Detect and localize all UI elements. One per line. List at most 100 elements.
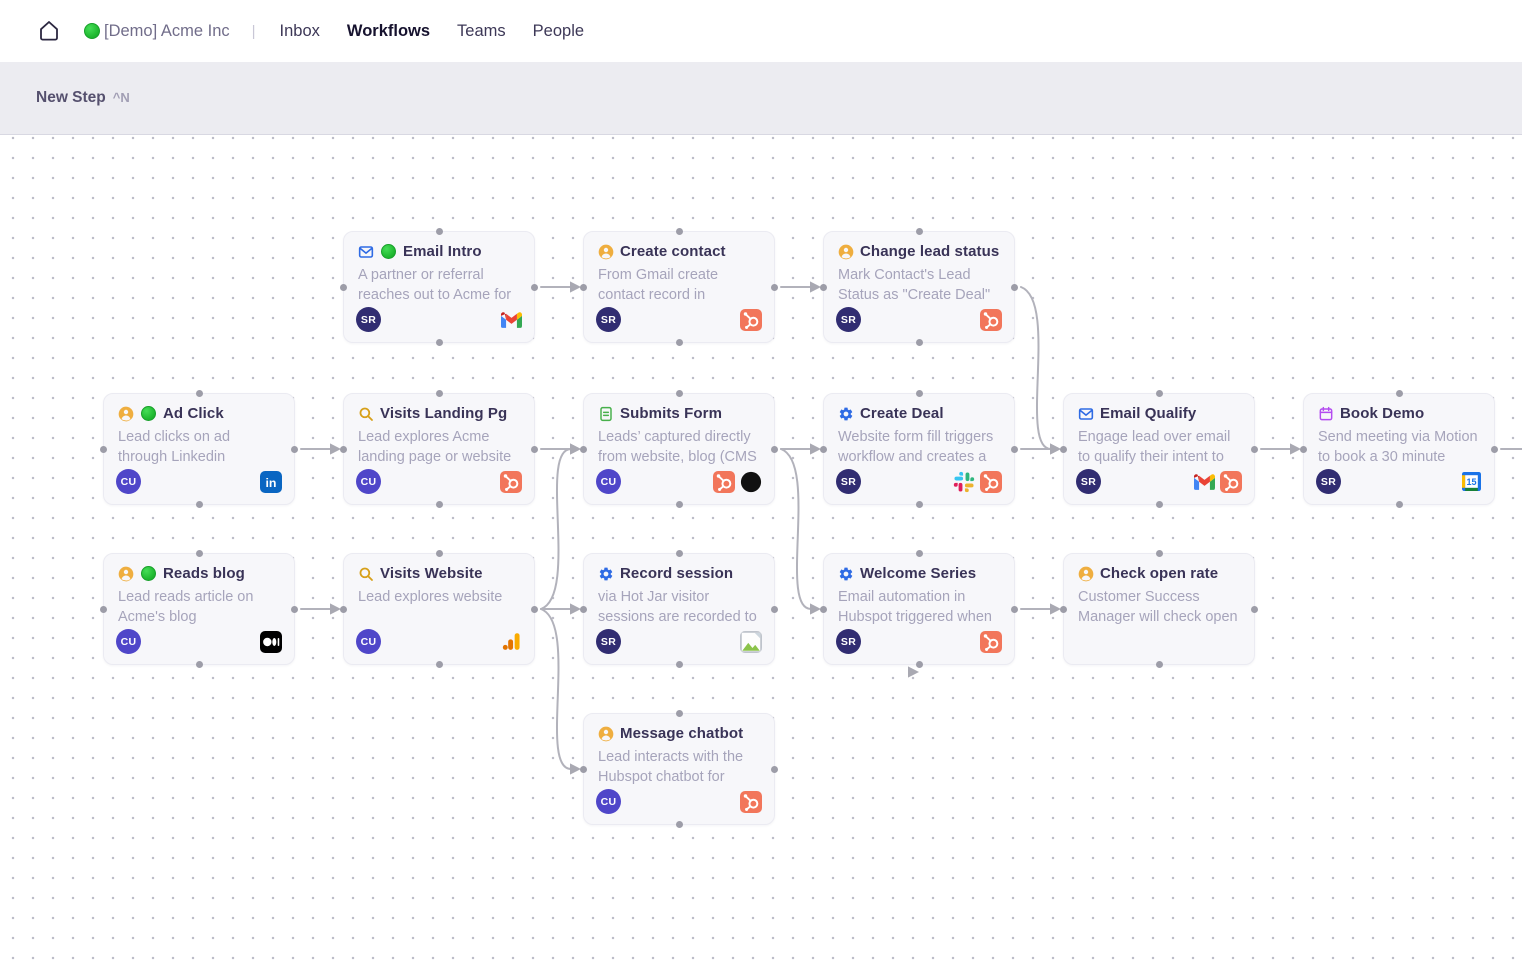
- connection-handle-top[interactable]: [1155, 390, 1163, 397]
- workflow-node-submits-form[interactable]: Submits Form Leads’ captured directly fr…: [580, 390, 778, 508]
- connection-handle-top[interactable]: [915, 228, 923, 235]
- workflow-node-ad-click[interactable]: Ad Click Lead clicks on ad through Linke…: [100, 390, 298, 508]
- connection-handle-top[interactable]: [435, 390, 443, 397]
- connection-handle-left[interactable]: [100, 445, 107, 453]
- nav-item-inbox[interactable]: Inbox: [279, 21, 320, 40]
- nav-item-teams[interactable]: Teams: [457, 21, 506, 40]
- connection-handle-left[interactable]: [820, 283, 827, 291]
- workflow-node-email-intro[interactable]: Email Intro A partner or referral reache…: [340, 228, 538, 346]
- connection-handle-top[interactable]: [1395, 390, 1403, 397]
- connection-handle-right[interactable]: [291, 605, 298, 613]
- connection-handle-top[interactable]: [675, 710, 683, 717]
- connection-handle-left[interactable]: [1060, 605, 1067, 613]
- assignee-badge: SR: [836, 307, 861, 332]
- connection-handle-left[interactable]: [340, 605, 347, 613]
- connection-handle-top[interactable]: [675, 228, 683, 235]
- connection-handle-right[interactable]: [531, 283, 538, 291]
- assignee-badge: SR: [836, 469, 861, 494]
- workflow-canvas[interactable]: Email Intro A partner or referral reache…: [0, 135, 1522, 968]
- connection-handle-right[interactable]: [1251, 605, 1258, 613]
- connection-handle-right[interactable]: [531, 605, 538, 613]
- connection-handle-left[interactable]: [100, 605, 107, 613]
- new-step-button[interactable]: New Step ^N: [36, 89, 130, 107]
- connection-handle-right[interactable]: [1011, 283, 1018, 291]
- connection-handle-bottom[interactable]: [435, 501, 443, 508]
- workflow-node-record-session[interactable]: Record session via Hot Jar visitor sessi…: [580, 550, 778, 668]
- workflow-toolbar: New Step ^N: [0, 62, 1522, 135]
- connection-handle-left[interactable]: [580, 283, 587, 291]
- connection-handle-top[interactable]: [1155, 550, 1163, 557]
- node-title: Create Deal: [860, 405, 944, 422]
- connection-handle-top[interactable]: [915, 390, 923, 397]
- connection-handle-bottom[interactable]: [435, 339, 443, 346]
- workflow-node-create-contact[interactable]: Create contact From Gmail create contact…: [580, 228, 778, 346]
- connection-handle-left[interactable]: [1300, 445, 1307, 453]
- workflow-node-message-chatbot[interactable]: Message chatbot Lead interacts with the …: [580, 710, 778, 828]
- connection-handle-bottom[interactable]: [675, 821, 683, 828]
- app-icons: in: [260, 470, 282, 493]
- workflow-node-change-lead-status[interactable]: Change lead status Mark Contact's Lead S…: [820, 228, 1018, 346]
- connection-handle-bottom[interactable]: [675, 501, 683, 508]
- workflow-node-book-demo[interactable]: Book Demo Send meeting via Motion to boo…: [1300, 390, 1498, 508]
- workflow-node-visits-website[interactable]: Visits Website Lead explores website CU: [340, 550, 538, 668]
- workflow-node-visits-landing-pg[interactable]: Visits Landing Pg Lead explores Acme lan…: [340, 390, 538, 508]
- connection-handle-bottom[interactable]: [1155, 661, 1163, 668]
- connection-handle-left[interactable]: [580, 605, 587, 613]
- connection-handle-bottom[interactable]: [195, 661, 203, 668]
- connection-handle-top[interactable]: [435, 228, 443, 235]
- connection-handle-bottom[interactable]: [435, 661, 443, 668]
- gmail-icon: [500, 309, 522, 331]
- linkedin-icon: in: [260, 470, 282, 493]
- connection-handle-bottom[interactable]: [915, 661, 923, 668]
- connection-handle-right[interactable]: [771, 445, 778, 453]
- connection-handle-left[interactable]: [580, 765, 587, 773]
- workflow-node-check-open-rate[interactable]: Check open rate Customer Success Manager…: [1060, 550, 1258, 668]
- connection-handle-left[interactable]: [580, 445, 587, 453]
- node-description: Leads’ captured directly from website, b…: [598, 429, 757, 465]
- magnifier-icon: [358, 406, 374, 422]
- connection-handle-right[interactable]: [1011, 445, 1018, 453]
- connection-handle-top[interactable]: [675, 550, 683, 557]
- connection-handle-right[interactable]: [1491, 445, 1498, 453]
- workflow-node-email-qualify[interactable]: Email Qualify Engage lead over email to …: [1060, 390, 1258, 508]
- connection-handle-top[interactable]: [435, 550, 443, 557]
- new-step-shortcut: ^N: [112, 90, 130, 105]
- connection-handle-right[interactable]: [771, 765, 778, 773]
- home-icon[interactable]: [36, 18, 62, 44]
- node-description: Lead explores website: [358, 589, 503, 605]
- connection-handle-top[interactable]: [915, 550, 923, 557]
- connection-handle-right[interactable]: [771, 605, 778, 613]
- connection-handle-left[interactable]: [340, 283, 347, 291]
- connection-handle-bottom[interactable]: [915, 501, 923, 508]
- connection-handle-left[interactable]: [820, 445, 827, 453]
- nav-item-people[interactable]: People: [532, 21, 585, 40]
- node-title: Submits Form: [620, 405, 723, 422]
- node-title: Welcome Series: [860, 565, 977, 582]
- connection-handle-top[interactable]: [675, 390, 683, 397]
- svg-text:in: in: [266, 476, 277, 490]
- connection-handle-left[interactable]: [340, 445, 347, 453]
- connection-handle-top[interactable]: [195, 550, 203, 557]
- organization-selector[interactable]: [Demo] Acme Inc: [84, 22, 230, 41]
- connection-handle-bottom[interactable]: [1395, 501, 1403, 508]
- connection-handle-left[interactable]: [1060, 445, 1067, 453]
- workflow-node-welcome-series[interactable]: Welcome Series Email automation in Hubsp…: [820, 550, 1018, 668]
- connection-handle-right[interactable]: [1251, 445, 1258, 453]
- connection-handle-right[interactable]: [531, 445, 538, 453]
- nav-item-workflows[interactable]: Workflows: [346, 21, 431, 40]
- node-description: Lead clicks on ad through Linkedin: [118, 429, 231, 465]
- connection-handle-right[interactable]: [1011, 605, 1018, 613]
- connection-handle-bottom[interactable]: [195, 501, 203, 508]
- connection-handle-top[interactable]: [195, 390, 203, 397]
- connection-handle-bottom[interactable]: [915, 339, 923, 346]
- node-title: Book Demo: [1340, 405, 1425, 422]
- workflow-node-reads-blog[interactable]: Reads blog Lead reads article on Acme's …: [100, 550, 298, 668]
- connection-handle-bottom[interactable]: [675, 661, 683, 668]
- connection-handle-left[interactable]: [820, 605, 827, 613]
- connection-handle-right[interactable]: [291, 445, 298, 453]
- workflow-node-create-deal[interactable]: Create Deal Website form fill triggers w…: [820, 390, 1018, 508]
- node-description: Lead reads article on Acme's blog: [118, 589, 254, 625]
- connection-handle-right[interactable]: [771, 283, 778, 291]
- connection-handle-bottom[interactable]: [675, 339, 683, 346]
- connection-handle-bottom[interactable]: [1155, 501, 1163, 508]
